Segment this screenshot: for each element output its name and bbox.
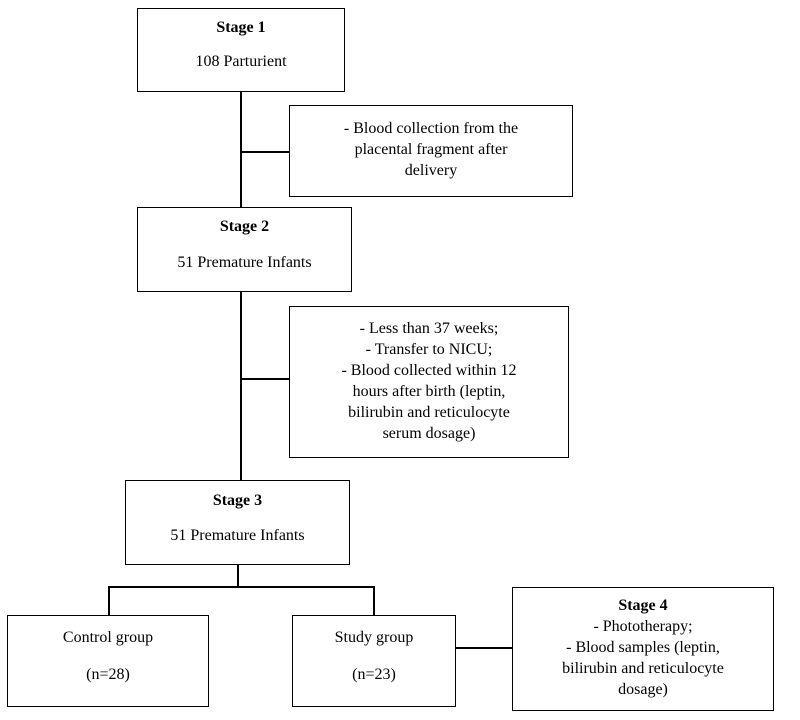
- note1-line: placental fragment after: [354, 141, 508, 158]
- note2-line: bilirubin and reticulocyte: [348, 404, 510, 421]
- note2-line: serum dosage): [382, 425, 476, 442]
- note1-box: - Blood collection from the placental fr…: [289, 105, 573, 197]
- stage2-title: Stage 2: [219, 218, 270, 235]
- connector-study: [373, 586, 375, 616]
- connector-split-horizontal: [108, 586, 374, 588]
- study-group-box: Study group (n=23): [292, 615, 456, 707]
- stage4-title: Stage 4: [618, 597, 668, 614]
- note1-line: - Blood collection from the: [343, 120, 519, 137]
- note2-line: hours after birth (leptin,: [352, 383, 506, 400]
- stage3-box: Stage 3 51 Premature Infants: [125, 480, 350, 565]
- connector-stage4: [455, 647, 513, 649]
- stage4-line: bilirubin and reticulocyte: [562, 660, 724, 677]
- stage2-body: 51 Premature Infants: [177, 254, 312, 271]
- note1-line: delivery: [404, 162, 458, 179]
- stage4-line: dosage): [618, 681, 668, 698]
- study-group-count: (n=23): [352, 666, 396, 683]
- stage1-box: Stage 1 108 Parturient: [137, 8, 345, 92]
- connector-stage3-split: [237, 564, 239, 586]
- note2-box: - Less than 37 weeks; - Transfer to NICU…: [289, 306, 569, 458]
- connector-stage2-stage3: [240, 291, 242, 480]
- control-group-label: Control group: [62, 629, 154, 646]
- connector-note2: [240, 378, 290, 380]
- stage4-line: - Blood samples (leptin,: [566, 639, 720, 656]
- stage3-body: 51 Premature Infants: [170, 527, 305, 544]
- note2-line: - Less than 37 weeks;: [359, 320, 499, 337]
- note2-line: - Blood collected within 12: [341, 362, 517, 379]
- stage4-box: Stage 4 - Phototherapy; - Blood samples …: [512, 587, 774, 711]
- connector-control: [108, 586, 110, 616]
- stage3-title: Stage 3: [212, 492, 263, 509]
- control-group-box: Control group (n=28): [7, 615, 209, 707]
- control-group-count: (n=28): [86, 666, 130, 683]
- connector-note1: [240, 151, 290, 153]
- study-group-label: Study group: [334, 629, 414, 646]
- note2-line: - Transfer to NICU;: [365, 341, 493, 358]
- stage1-body: 108 Parturient: [195, 53, 287, 70]
- stage4-line: - Phototherapy;: [593, 618, 693, 635]
- connector-stage1-stage2: [240, 91, 242, 208]
- stage1-title: Stage 1: [216, 19, 266, 36]
- stage2-box: Stage 2 51 Premature Infants: [137, 207, 352, 292]
